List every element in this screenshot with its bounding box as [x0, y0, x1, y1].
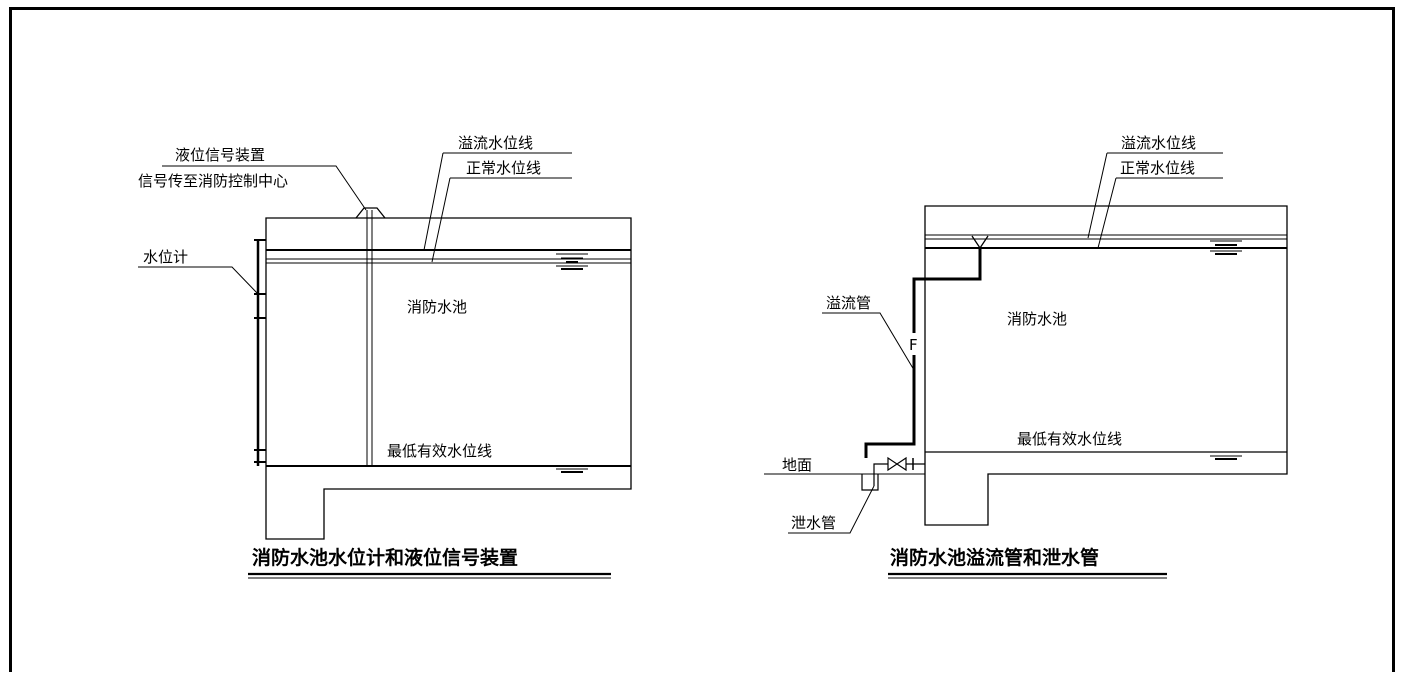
drain-pipe: [873, 463, 888, 486]
label-signal-to-center: 信号传至消防控制中心: [138, 172, 288, 190]
leader-overflow-pipe: [822, 312, 915, 371]
leader-device: [162, 165, 367, 211]
leader-overflow-right: [1087, 152, 1223, 239]
leader-drain: [788, 485, 875, 534]
left-diagram: [138, 152, 632, 579]
label-overflow-level-left: 溢流水位线: [458, 134, 533, 152]
level-signal-device: [355, 207, 386, 219]
right-water-symbols: [1210, 240, 1242, 460]
overflow-funnel: [971, 235, 989, 250]
right-tank-outline: [924, 205, 1288, 526]
left-water-symbols: [556, 253, 588, 473]
label-ground: 地面: [782, 456, 812, 474]
drain-pit: [861, 474, 879, 491]
label-overflow-pipe: 溢流管: [826, 294, 871, 312]
sheet-border: [9, 7, 1395, 677]
label-normal-level-left: 正常水位线: [466, 159, 541, 177]
label-drain-pipe: 泄水管: [791, 514, 836, 532]
label-pool-left: 消防水池: [407, 298, 467, 316]
leader-overflow-left: [423, 152, 572, 251]
label-min-level-left: 最低有效水位线: [387, 442, 492, 460]
drain-valve: [887, 456, 907, 472]
label-level-signal-device: 液位信号装置: [175, 146, 265, 164]
left-tank-outline: [265, 217, 632, 540]
label-water-gauge: 水位计: [143, 248, 188, 266]
right-diagram: [764, 152, 1288, 579]
water-gauge-ticks: [254, 239, 266, 463]
leader-gauge: [138, 266, 259, 295]
label-pipe-mark: F: [909, 336, 918, 354]
left-diagram-title: 消防水池水位计和液位信号装置: [252, 546, 518, 569]
label-pool-right: 消防水池: [1007, 310, 1067, 328]
label-normal-level-right: 正常水位线: [1120, 159, 1195, 177]
leader-normal-right: [1097, 177, 1223, 249]
right-diagram-title: 消防水池溢流管和泄水管: [890, 546, 1099, 569]
leader-normal-left: [431, 177, 572, 263]
label-overflow-level-right: 溢流水位线: [1121, 134, 1196, 152]
pipe-mark-box: [908, 333, 920, 355]
overflow-pipe: [864, 248, 982, 458]
label-min-level-right: 最低有效水位线: [1017, 430, 1122, 448]
